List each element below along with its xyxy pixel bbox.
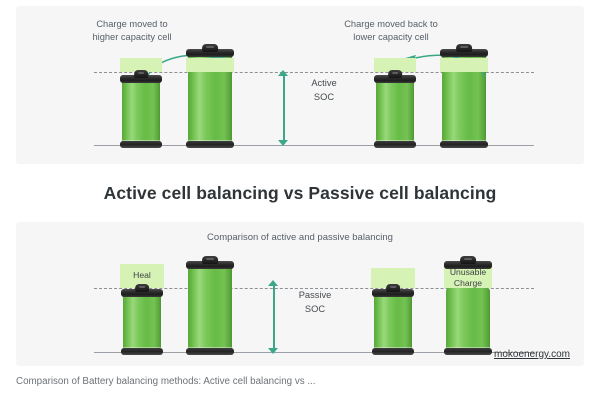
active-cell-4-foot [440, 141, 488, 148]
active-cell-2-cap [186, 49, 234, 57]
active-soc-arrow-head-up-icon [278, 70, 288, 76]
active-cell-4-top-block [440, 58, 488, 72]
passive-cell-2-foot [186, 348, 234, 355]
passive-soc-label: Passive SOC [282, 288, 348, 316]
passive-cell-2-cap [186, 261, 234, 269]
active-right-annotation-line1: Charge moved back to [344, 19, 438, 29]
passive-cell-1-cap [121, 289, 163, 297]
active-right-annotation-line2: lower capacity cell [353, 31, 429, 42]
passive-cell-1-foot [121, 348, 163, 355]
active-left-annotation: Charge moved to higher capacity cell [62, 18, 202, 43]
passive-cell-4-charge-body [446, 288, 490, 352]
active-reference-dashed-line [94, 72, 534, 73]
passive-cell-3-foot [372, 348, 414, 355]
active-cell-3-cap [374, 75, 416, 83]
passive-soc-measure-arrow [268, 280, 279, 354]
active-cell-2-foot [186, 141, 234, 148]
passive-cell-4-unusable-block: Unusable Charge [444, 266, 492, 288]
active-right-annotation: Charge moved back to lower capacity cell [316, 18, 466, 43]
active-left-annotation-line2: higher capacity cell [92, 31, 172, 42]
watermark-link[interactable]: mokoenergy.com [494, 349, 570, 360]
active-cell-1-terminal-icon [134, 70, 148, 78]
passive-cell-2-charge-body [188, 263, 232, 352]
passive-cell-4-unusable-label-line1: Unusable [449, 267, 487, 277]
passive-soc-arrow-head-down-icon [268, 348, 278, 354]
passive-panel-subtitle: Comparison of active and passive balanci… [207, 232, 393, 243]
passive-soc-arrow-shaft [273, 284, 275, 350]
passive-cell-1-charge-body [123, 291, 161, 352]
figure-caption: Comparison of Battery balancing methods:… [16, 376, 316, 387]
active-cell-1-cap [120, 75, 162, 83]
active-cell-2-top-block [186, 58, 234, 72]
active-cell-3-foot [374, 141, 416, 148]
page-title: Active cell balancing vs Passive cell ba… [103, 182, 497, 203]
active-soc-arrow-head-down-icon [278, 140, 288, 146]
passive-soc-arrow-head-up-icon [268, 280, 278, 286]
passive-reference-dashed-line [94, 288, 534, 289]
passive-cell-2-terminal-icon [202, 256, 218, 264]
passive-cell-1-terminal-icon [135, 284, 149, 292]
active-soc-label: Active SOC [294, 76, 354, 104]
active-cell-1-foot [120, 141, 162, 148]
active-cell-2-terminal-icon [202, 44, 218, 52]
active-cell-1-charge-body [122, 77, 160, 145]
active-baseline [94, 145, 534, 146]
passive-soc-label-line1: Passive [298, 290, 332, 300]
passive-balancing-panel: Comparison of active and passive balanci… [16, 222, 584, 366]
active-cell-1-deficit-fill [120, 58, 162, 72]
active-cell-4-cap [440, 49, 488, 57]
active-soc-measure-arrow [278, 70, 289, 146]
passive-cell-4-unusable-label-line2: Charge [453, 278, 483, 288]
passive-cell-1-battery [121, 284, 163, 355]
passive-baseline [94, 352, 534, 353]
passive-cell-4-terminal-icon [460, 256, 476, 264]
passive-cell-3-battery [372, 284, 414, 355]
passive-cell-3-deficit-block [371, 268, 415, 288]
passive-cell-2-battery [186, 256, 234, 355]
passive-cell-3-cap [372, 289, 414, 297]
passive-cell-3-charge-body [374, 291, 412, 352]
title-band: Active cell balancing vs Passive cell ba… [16, 164, 584, 222]
active-cell-4-terminal-icon [456, 44, 472, 52]
passive-cell-1-deficit-label: Heal [133, 270, 151, 280]
passive-cell-4-foot [444, 348, 492, 355]
active-soc-arrow-shaft [283, 74, 285, 142]
passive-cell-3-terminal-icon [386, 284, 400, 292]
active-cell-3-charge-body [376, 77, 414, 145]
active-cell-3-terminal-icon [388, 70, 402, 78]
active-cell-3-battery [374, 70, 416, 148]
active-cell-3-deficit-fill [374, 58, 416, 72]
active-soc-label-line2: SOC [313, 92, 335, 102]
passive-soc-label-line2: SOC [304, 304, 326, 314]
passive-cell-4-unusable-label: Unusable Charge [444, 267, 492, 289]
active-left-annotation-line1: Charge moved to [96, 19, 168, 29]
active-soc-label-line1: Active [311, 78, 337, 88]
active-balancing-panel: Charge moved to higher capacity cell Cha… [16, 6, 584, 164]
active-cell-1-battery [120, 70, 162, 148]
passive-cell-4-battery [444, 256, 492, 355]
passive-cell-4-cap [444, 261, 492, 269]
